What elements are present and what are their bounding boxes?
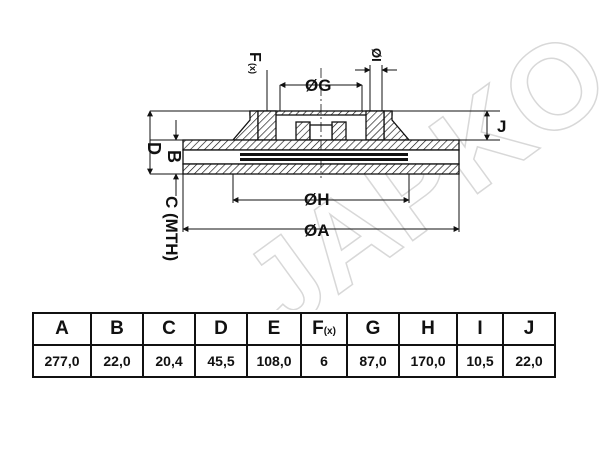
hat-right-bore bbox=[365, 110, 385, 141]
value-e: 108,0 bbox=[246, 344, 302, 378]
table-value-row: 277,0 22,0 20,4 45,5 108,0 6 87,0 170,0 … bbox=[32, 344, 556, 378]
table-header-row: A B C D E F(x) G H I J bbox=[32, 312, 556, 346]
c-label: C (MTH) bbox=[162, 196, 181, 261]
header-i: I bbox=[456, 312, 504, 346]
value-a: 277,0 bbox=[32, 344, 92, 378]
vent-vanes bbox=[240, 153, 408, 161]
b-label: B bbox=[164, 150, 184, 163]
header-f: F(x) bbox=[300, 312, 348, 346]
svg-text:F: F bbox=[246, 52, 263, 62]
hub-inner-left bbox=[295, 121, 311, 141]
f-label: F (x) bbox=[246, 52, 263, 74]
value-j: 22,0 bbox=[502, 344, 556, 378]
value-f: 6 bbox=[300, 344, 348, 378]
g-label: ØG bbox=[305, 76, 331, 95]
dimensions-table: A B C D E F(x) G H I J 277,0 22,0 20,4 4… bbox=[32, 312, 556, 378]
header-g: G bbox=[346, 312, 400, 346]
header-c: C bbox=[142, 312, 196, 346]
value-d: 45,5 bbox=[194, 344, 248, 378]
h-label: ØH bbox=[304, 190, 330, 209]
d-label: D bbox=[144, 142, 164, 155]
value-c: 20,4 bbox=[142, 344, 196, 378]
value-g: 87,0 bbox=[346, 344, 400, 378]
header-f-subscript: (x) bbox=[323, 326, 336, 337]
header-j: J bbox=[502, 312, 556, 346]
hat-left-wall bbox=[231, 110, 259, 141]
dimension-lines bbox=[147, 65, 490, 232]
header-b: B bbox=[90, 312, 144, 346]
value-b: 22,0 bbox=[90, 344, 144, 378]
svg-text:(x): (x) bbox=[248, 63, 258, 74]
value-h: 170,0 bbox=[398, 344, 458, 378]
hub-inner-right bbox=[331, 121, 347, 141]
i-label: ØI bbox=[369, 48, 384, 62]
hat-left-bore bbox=[257, 110, 277, 141]
j-label: J bbox=[497, 117, 506, 136]
header-d: D bbox=[194, 312, 248, 346]
header-e: E bbox=[246, 312, 302, 346]
header-a: A bbox=[32, 312, 92, 346]
brake-disc-drawing: JAPKO bbox=[144, 4, 600, 310]
value-i: 10,5 bbox=[456, 344, 504, 378]
header-f-letter: F bbox=[312, 318, 324, 339]
a-label: ØA bbox=[304, 221, 330, 240]
header-h: H bbox=[398, 312, 458, 346]
